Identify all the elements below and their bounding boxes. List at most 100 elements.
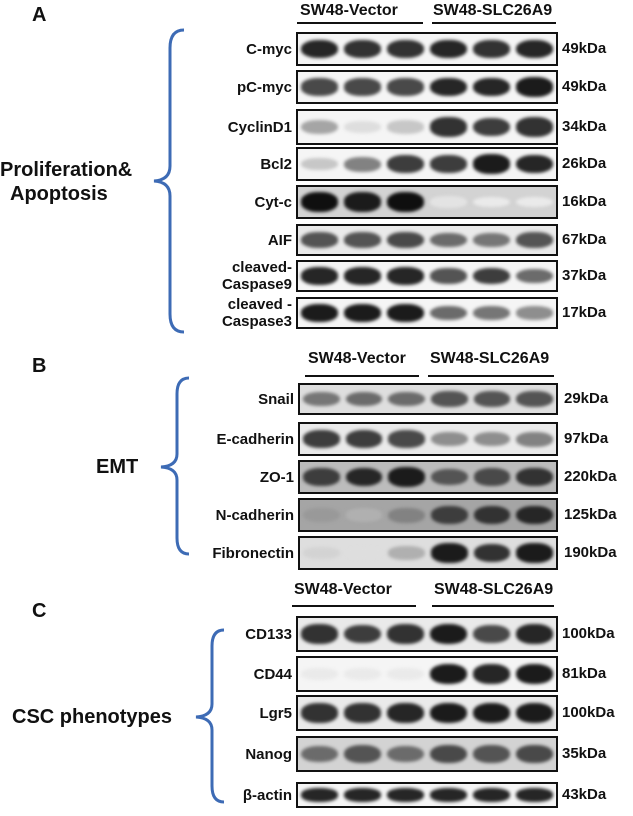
panel-a-band	[430, 305, 467, 321]
panel-c-protein-label: Nanog	[245, 746, 292, 763]
panel-b-protein-label: ZO-1	[260, 469, 294, 486]
panel-a-band	[516, 196, 553, 208]
panel-b-band	[431, 468, 468, 486]
panel-a-protein-label: C-myc	[246, 41, 292, 58]
panel-c-protein-label: β-actin	[243, 787, 292, 804]
panel-c-blot	[296, 736, 558, 772]
panel-a-band	[516, 117, 553, 137]
panel-a-band	[301, 119, 338, 135]
panel-c-band	[516, 744, 553, 764]
panel-b-band	[516, 505, 553, 525]
panel-c-protein-label-line: Lgr5	[259, 704, 292, 722]
panel-a-protein-label: cleaved-Caspase9	[222, 259, 292, 293]
panel-b-band	[516, 467, 553, 487]
panel-a-band	[473, 154, 510, 174]
panel-a-band	[344, 267, 381, 285]
panel-a-protein-label-line: Caspase9	[221, 276, 292, 293]
panel-c-band	[516, 788, 553, 802]
panel-b-band	[516, 543, 553, 563]
panel-a-group1-label: SW48-Vector	[300, 2, 398, 19]
panel-b-band	[473, 431, 511, 447]
panel-a-band	[387, 120, 424, 134]
panel-a-protein-label-line: C-myc	[246, 40, 292, 58]
panel-b-kda-label: 29kDa	[564, 390, 609, 407]
panel-c-protein-label-line: CD44	[253, 665, 292, 683]
panel-c-blot	[296, 695, 558, 731]
panel-b-band	[516, 391, 553, 407]
panel-b-band	[345, 467, 383, 487]
panel-b-band	[388, 391, 425, 407]
panel-a-blot	[296, 147, 558, 181]
panel-b-protein-label: N-cadherin	[216, 507, 294, 524]
panel-a-kda-label: 49kDa	[562, 78, 607, 95]
panel-a-protein-label-line: cleaved -	[227, 296, 292, 313]
panel-a-kda-label: 37kDa	[562, 267, 607, 284]
panel-b-band	[516, 431, 553, 447]
panel-a-band	[387, 39, 424, 59]
panel-c-category: CSC phenotypes	[12, 706, 173, 728]
panel-c-band	[344, 703, 381, 723]
panel-b-band	[431, 506, 468, 524]
panel-b-band	[473, 468, 511, 486]
panel-a-band	[344, 120, 381, 134]
panel-a-kda-label: 17kDa	[562, 304, 607, 321]
panel-a-kda-label: 16kDa	[562, 193, 607, 210]
panel-a-band	[516, 39, 553, 59]
panel-c-band	[387, 668, 424, 680]
panel-a-kda-label: 49kDa	[562, 40, 607, 57]
panel-b-band	[303, 547, 340, 559]
panel-a-band	[430, 77, 467, 97]
panel-a-band	[344, 192, 381, 212]
panel-b-band	[303, 468, 340, 486]
panel-a-protein-label: Cyt-c	[254, 194, 292, 211]
panel-b-group2-line	[428, 375, 554, 377]
panel-a-protein-label-line: Bcl2	[260, 155, 292, 173]
panel-c-band	[301, 788, 338, 802]
panel-c-protein-label-line: CD133	[245, 625, 292, 643]
panel-c-band	[430, 702, 467, 724]
panel-a-band	[516, 306, 553, 320]
panel-b-band	[388, 507, 425, 523]
panel-c-blot	[296, 656, 558, 692]
panel-a-group2-label: SW48-SLC26A9	[433, 2, 553, 19]
panel-c-band	[301, 703, 338, 723]
panel-b-band	[473, 391, 511, 407]
panel-letter-a: A	[32, 4, 47, 26]
panel-c-group1-line	[292, 605, 416, 607]
panel-b-band	[473, 543, 511, 563]
panel-c-band	[430, 788, 467, 802]
panel-c-band	[387, 624, 424, 644]
panel-a-band	[387, 78, 424, 96]
panel-b-band	[388, 546, 425, 560]
panel-b-blot	[298, 460, 558, 494]
panel-a-protein-label-line: Cyt-c	[254, 193, 292, 211]
panel-b-band	[388, 467, 425, 487]
panel-a-band	[344, 304, 381, 322]
panel-b-brace	[160, 376, 190, 556]
panel-c-brace	[195, 628, 225, 804]
panel-a-protein-label: AIF	[268, 232, 292, 249]
panel-c-band	[516, 663, 553, 685]
panel-a-band	[430, 39, 467, 59]
panel-a-protein-label: Bcl2	[260, 156, 292, 173]
panel-c-protein-label-line: Nanog	[245, 745, 292, 763]
panel-b-band	[345, 547, 383, 559]
panel-a-band	[473, 196, 510, 208]
panel-a-band	[516, 232, 553, 248]
panel-a-band	[430, 232, 467, 248]
panel-b-band	[388, 430, 425, 448]
panel-a-blot	[296, 260, 558, 292]
panel-b-band	[345, 391, 383, 407]
panel-c-band	[301, 745, 338, 763]
panel-a-protein-label-line: AIF	[267, 231, 292, 249]
panel-a-protein-label: cleaved -Caspase3	[222, 296, 292, 330]
panel-a-blot	[296, 32, 558, 66]
panel-c-band	[473, 788, 510, 802]
panel-a-band	[344, 156, 381, 172]
panel-a-band	[387, 231, 424, 249]
panel-a-kda-label: 26kDa	[562, 155, 607, 172]
panel-b-band	[473, 505, 511, 525]
panel-c-band	[344, 788, 381, 802]
panel-c-band	[344, 624, 381, 644]
panel-c-band	[301, 624, 338, 644]
